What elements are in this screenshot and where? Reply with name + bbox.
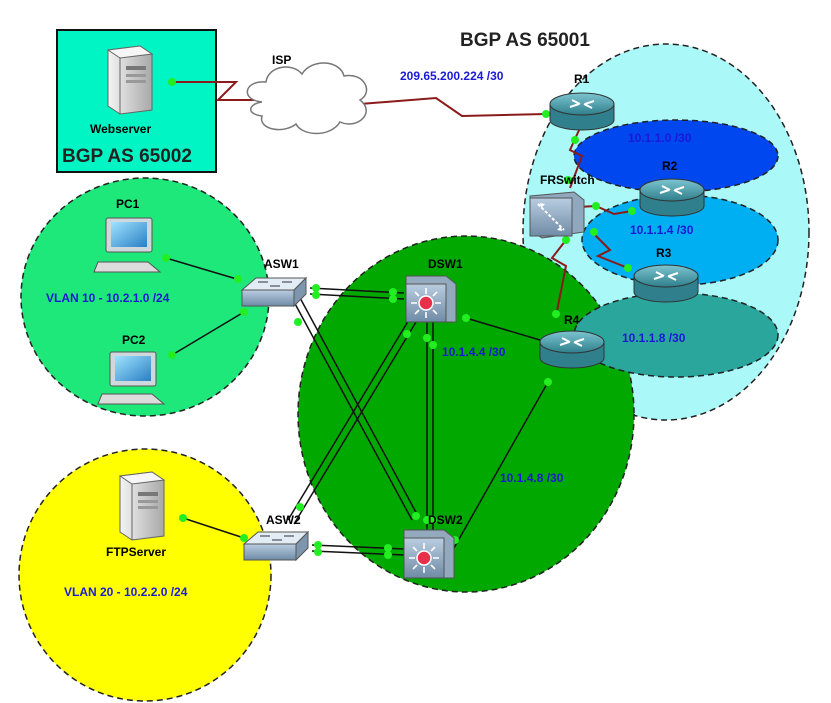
r3-icon[interactable] bbox=[633, 264, 699, 303]
asw1-icon[interactable] bbox=[240, 276, 308, 308]
r1-label: R1 bbox=[574, 72, 590, 86]
asw2-icon[interactable] bbox=[242, 530, 310, 562]
pc1-label: PC1 bbox=[116, 197, 140, 211]
link-frswitch-r3 bbox=[591, 231, 629, 269]
link-pc1-asw1 bbox=[165, 257, 241, 281]
r1-icon[interactable] bbox=[549, 92, 615, 131]
link-ftpserver-asw2 bbox=[182, 517, 245, 539]
link-webserver-isp bbox=[172, 81, 262, 101]
r1-network-label: 10.1.1.0 /30 bbox=[628, 131, 692, 145]
link-asw1-dsw2 bbox=[292, 295, 419, 521]
webserver-label: Webserver bbox=[90, 122, 151, 136]
ftpserver-icon[interactable] bbox=[118, 471, 166, 541]
frswitch-label: FRSwitch bbox=[540, 173, 595, 187]
pc1-icon[interactable] bbox=[93, 217, 162, 273]
vlan20-zone bbox=[18, 448, 272, 702]
r4-label: R4 bbox=[564, 313, 580, 327]
asw2-label: ASW2 bbox=[266, 513, 301, 527]
vlan10-label: VLAN 10 - 10.2.1.0 /24 bbox=[46, 291, 170, 305]
as65002-title: BGP AS 65002 bbox=[62, 146, 192, 167]
link-asw2-dsw1 bbox=[287, 317, 417, 525]
isp-label: ISP bbox=[272, 53, 291, 67]
link-dsw1-r4 bbox=[465, 317, 541, 341]
r3-network-label: 10.1.1.8 /30 bbox=[622, 331, 686, 345]
frswitch-icon[interactable] bbox=[529, 191, 585, 239]
isp-cloud-icon[interactable] bbox=[246, 62, 368, 135]
link-dsw2-r4 bbox=[453, 381, 549, 549]
dsw2-label: DSW2 bbox=[428, 513, 463, 527]
r2-network-label: 10.1.1.4 /30 bbox=[630, 223, 694, 237]
link-pc2-asw1 bbox=[171, 311, 245, 356]
vlan20-label: VLAN 20 - 10.2.2.0 /24 bbox=[64, 585, 188, 599]
dsw1-label: DSW1 bbox=[428, 257, 463, 271]
link-frswitch-r2 bbox=[577, 204, 633, 216]
webserver-icon[interactable] bbox=[106, 45, 154, 115]
isp-r1-network-label: 209.65.200.224 /30 bbox=[400, 69, 504, 83]
as65001-title: BGP AS 65001 bbox=[460, 30, 590, 51]
r2-label: R2 bbox=[662, 159, 678, 173]
dsw1-r4-network-label: 10.1.4.4 /30 bbox=[442, 345, 506, 359]
pc2-icon[interactable] bbox=[97, 351, 166, 405]
dsw2-r4-network-label: 10.1.4.8 /30 bbox=[500, 471, 564, 485]
dsw1-icon[interactable] bbox=[405, 275, 457, 323]
link-frswitch-r4 bbox=[550, 239, 568, 317]
asw1-label: ASW1 bbox=[264, 257, 299, 271]
link-isp-r1 bbox=[359, 96, 547, 118]
pc2-label: PC2 bbox=[122, 333, 146, 347]
port-dots bbox=[162, 78, 636, 559]
dsw2-icon[interactable] bbox=[403, 529, 455, 579]
link-dsw1-dsw2 bbox=[426, 322, 434, 530]
r2-net-zone bbox=[581, 194, 779, 286]
r3-label: R3 bbox=[656, 246, 672, 260]
core-zone bbox=[297, 235, 635, 593]
r2-icon[interactable] bbox=[639, 178, 705, 217]
link-asw1-dsw1 bbox=[309, 287, 405, 300]
ftpserver-label: FTPServer bbox=[106, 545, 166, 559]
r4-icon[interactable] bbox=[539, 330, 605, 369]
